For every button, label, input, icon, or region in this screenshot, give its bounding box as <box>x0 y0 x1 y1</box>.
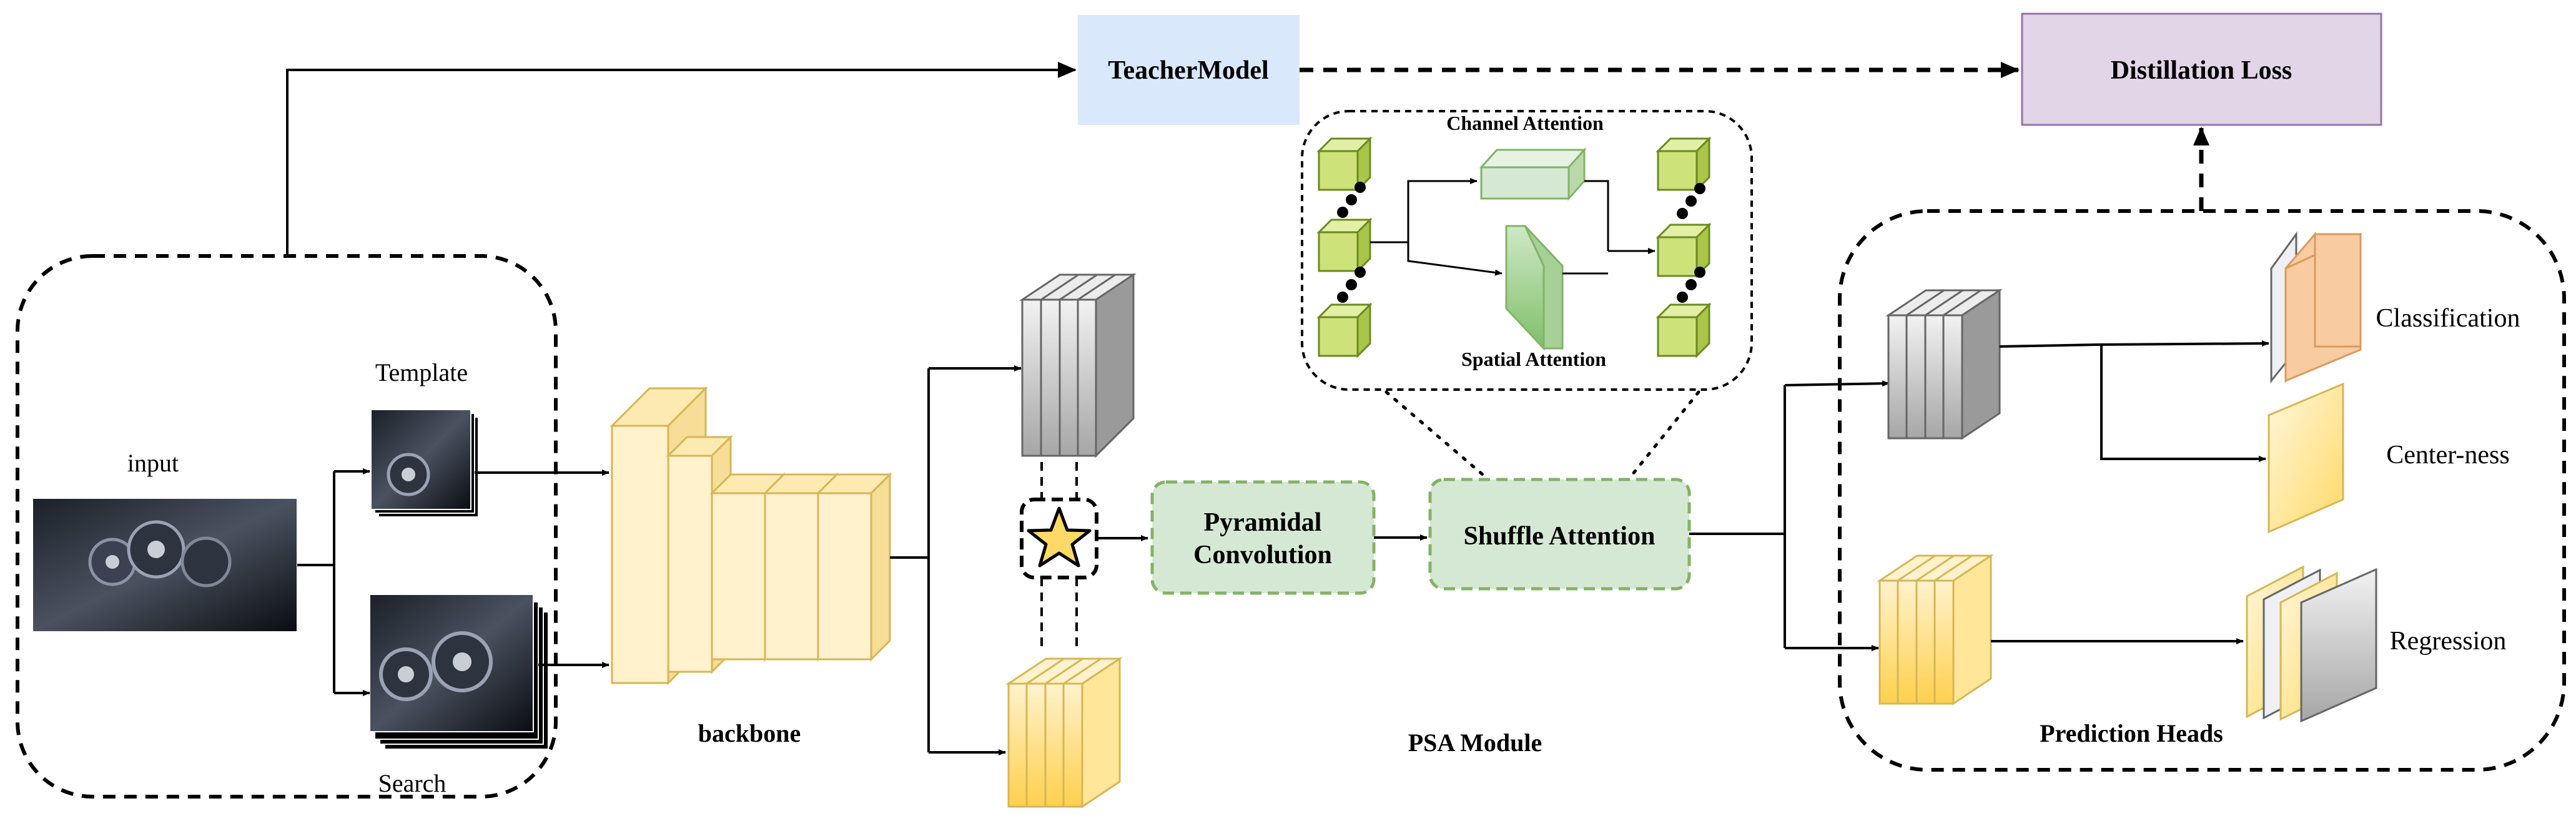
teacher-model-box <box>1078 15 1300 125</box>
zoom-lines <box>1384 390 1700 479</box>
backbone-blocks <box>609 386 892 686</box>
regression-label: Regression <box>2390 627 2507 656</box>
psa-module-label: PSA Module <box>1408 729 1542 757</box>
feature-cube-icon <box>1656 136 1712 358</box>
arrow-input-to-teacher <box>286 62 1077 256</box>
classification-label: Classification <box>2376 304 2520 333</box>
ellipsis-dots-right <box>1677 183 1705 303</box>
pyramidal-convolution-box <box>1150 480 1376 595</box>
arrow-to-cls-feature <box>1784 380 1890 387</box>
template-label: Template <box>375 358 468 386</box>
spatial-attention-label: Spatial Attention <box>1461 348 1606 370</box>
pyramidal-label-line1: Pyramidal <box>1204 508 1322 537</box>
input-split-line <box>297 471 335 693</box>
attention-wiring <box>1370 178 1656 276</box>
center-ness-output <box>2268 382 2344 534</box>
input-label: input <box>127 449 179 477</box>
shuffle-split-line <box>1689 385 1786 648</box>
backbone-split-line <box>890 368 930 752</box>
regression-feature-map <box>1877 554 1994 705</box>
classification-feature-map <box>1885 288 2003 440</box>
template-image-stack-icon <box>370 409 479 518</box>
search-image-stack-icon <box>369 594 549 750</box>
shuffle-attention-label: Shuffle Attention <box>1464 522 1656 551</box>
regression-output <box>2246 565 2377 723</box>
distillation-loss-label: Distillation Loss <box>2111 56 2292 85</box>
prediction-heads-container <box>1838 209 2566 772</box>
pyramidal-label-line2: Convolution <box>1193 541 1332 569</box>
spatial-attention-block <box>1505 225 1564 351</box>
center-ness-label: Center-ness <box>2386 441 2509 469</box>
backbone-label: backbone <box>698 719 801 747</box>
correlation-connectors <box>1040 462 1078 652</box>
prediction-heads-label: Prediction Heads <box>2040 719 2223 747</box>
search-feature-map <box>1005 657 1123 809</box>
channel-attention-block <box>1479 147 1587 201</box>
distillation-loss-box <box>2021 12 2382 126</box>
feature-cube-icon <box>1316 136 1373 358</box>
star-icon <box>1027 506 1092 568</box>
template-feature-map <box>1019 273 1137 458</box>
teacher-model-label: TeacherModel <box>1108 56 1268 85</box>
shuffle-attention-box <box>1428 478 1691 591</box>
classification-output <box>2270 231 2362 384</box>
ellipsis-dots-left <box>1337 182 1366 303</box>
input-image-stack-icon <box>32 498 298 632</box>
channel-attention-label: Channel Attention <box>1446 112 1604 134</box>
cls-branch-wiring <box>1991 340 2269 644</box>
search-label: Search <box>378 769 447 797</box>
attention-detail-container <box>1301 110 1753 391</box>
